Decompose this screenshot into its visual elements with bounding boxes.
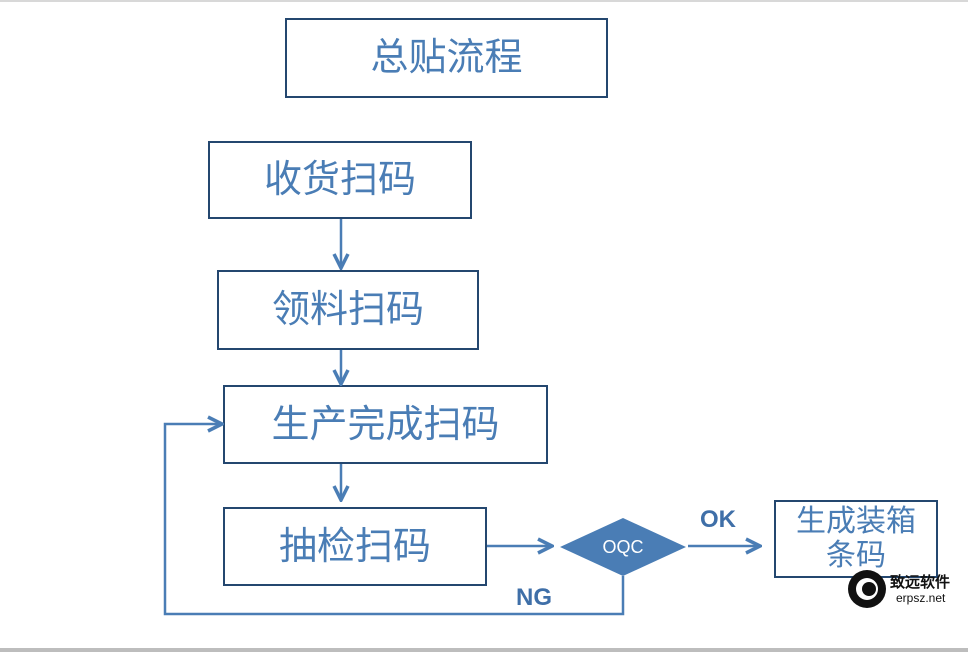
step-material-scan: 领料扫码 [217,270,479,350]
result-line-1: 生成装箱 [796,503,916,539]
oqc-label: OQC [602,536,644,557]
ng-label: NG [516,584,552,611]
result-line-2: 条码 [826,538,886,573]
watermark: 致远软件 erpsz.net [848,570,963,608]
flow-title: 总贴流程 [370,35,523,80]
step-receive-scan: 收货扫码 [208,141,472,219]
step-label: 生产完成扫码 [271,401,500,446]
bottom-divider [0,648,968,652]
step-label: 领料扫码 [271,287,424,332]
top-divider [0,0,968,2]
step-label: 抽检扫码 [278,523,431,568]
watermark-name: 致远软件 [890,573,951,591]
step-label: 收货扫码 [263,157,416,202]
ng-loop-arrow [163,424,625,616]
step-sampling-scan: 抽检扫码 [223,507,487,586]
step-production-scan: 生产完成扫码 [223,385,548,464]
flow-title-box: 总贴流程 [285,18,608,98]
ok-label: OK [700,506,736,533]
watermark-url: erpsz.net [896,591,946,605]
watermark-logo-icon [848,570,886,608]
oqc-decision-diamond [560,518,686,576]
